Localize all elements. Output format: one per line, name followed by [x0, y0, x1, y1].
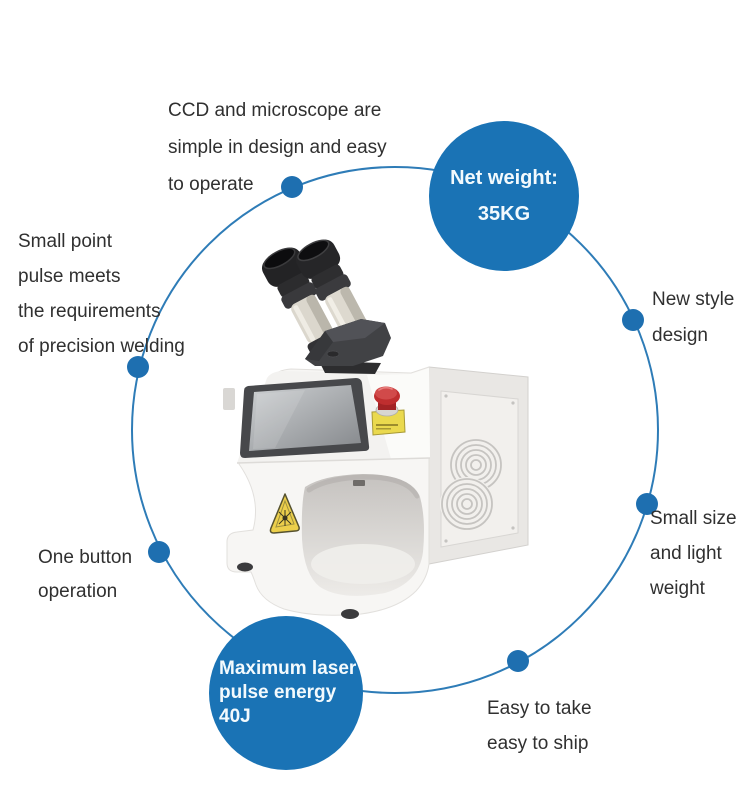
badge-line: Net weight:: [450, 167, 558, 189]
ring-dot: [148, 541, 170, 563]
badge-line: 40J: [219, 706, 251, 727]
badge-line: pulse energy: [219, 682, 337, 703]
ring-dot: [622, 309, 644, 331]
label-line: operation: [38, 581, 118, 602]
label-line: simple in design and easy: [168, 137, 387, 158]
laser-welder-illustration: [223, 239, 529, 619]
net-weight-badge: Net weight: 35KG: [429, 121, 579, 271]
label-line: weight: [650, 578, 705, 599]
badge-line: 35KG: [477, 203, 531, 225]
ring-dot: [636, 493, 658, 515]
label-line: Small size: [650, 508, 737, 529]
work-chamber-opening: [301, 474, 424, 596]
label-one-button-operation: One button operation: [38, 541, 132, 609]
label-small-size-light-weight: Small size and light weight: [650, 501, 737, 606]
label-line: easy to ship: [487, 733, 589, 754]
max-energy-badge: Maximum laser pulse energy 40J: [209, 616, 363, 770]
label-line: and light: [650, 543, 722, 564]
console-edge: [236, 457, 431, 464]
fan-vent-icon: [440, 438, 503, 531]
touchscreen: [240, 378, 370, 458]
label-line: Small point: [18, 231, 112, 252]
label-line: of precision welding: [18, 336, 185, 357]
ring-dot: [281, 176, 303, 198]
label-ccd-microscope: CCD and microscope are simple in design …: [168, 92, 387, 203]
microscope: [261, 239, 391, 374]
machine-foot: [237, 562, 253, 572]
label-line: CCD and microscope are: [168, 100, 382, 121]
product-image-laser-welder: [215, 228, 545, 628]
label-line: Easy to take: [487, 698, 592, 719]
label-line: pulse meets: [18, 266, 121, 287]
vent-screws: [444, 394, 515, 543]
ring-dot: [507, 650, 529, 672]
ring-circle: [131, 166, 659, 694]
side-tab: [223, 388, 235, 410]
badge-line: Maximum laser: [219, 658, 357, 679]
label-line: the requirements: [18, 301, 161, 322]
emergency-stop-button: [371, 386, 406, 436]
machine-foot: [341, 609, 359, 619]
label-small-point-pulse: Small point pulse meets the requirements…: [18, 224, 185, 364]
label-easy-to-ship: Easy to take easy to ship: [487, 691, 592, 761]
laser-warning-icon: [269, 493, 300, 534]
label-new-style-design: New style design: [652, 282, 734, 354]
label-line: New style: [652, 289, 735, 310]
label-line: to operate: [168, 174, 254, 195]
label-line: One button: [38, 547, 133, 568]
label-line: design: [652, 325, 708, 346]
ring-dot: [127, 356, 149, 378]
